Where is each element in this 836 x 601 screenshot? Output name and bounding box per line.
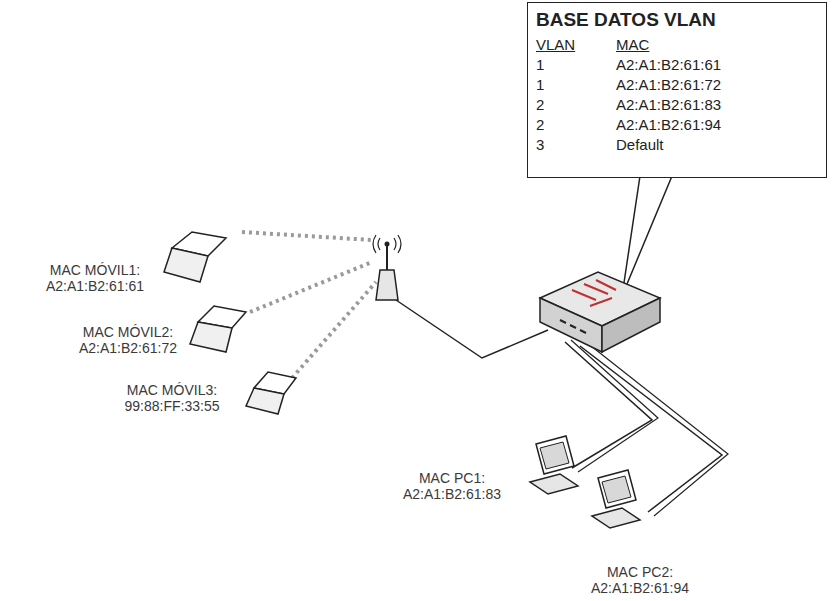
wireless-wave (292, 282, 376, 378)
wireless-wave (250, 262, 372, 312)
access-point (373, 235, 401, 300)
mac-label: MAC PC1: A2:A1:B2:61:83 (403, 470, 501, 502)
column-header: MAC (616, 36, 649, 54)
pc-icon (530, 436, 578, 494)
mac-label: MAC MÓVIL1: A2:A1:B2:61:61 (46, 262, 144, 294)
network-cable (396, 300, 548, 358)
mac-label: MAC PC2: A2:A1:B2:61:94 (591, 564, 689, 596)
table-cell: Default (616, 136, 664, 154)
vlan-database-callout: BASE DATOS VLANVLANMAC1A2:A1:B2:61:611A2… (527, 2, 827, 178)
table-cell: A2:A1:B2:61:72 (616, 76, 721, 94)
network-cable (565, 342, 652, 468)
pc-icon (592, 470, 640, 528)
column-header: VLAN (536, 36, 575, 54)
table-cell: 2 (536, 116, 544, 134)
mac-label: MAC MÓVIL3: 99:88:FF:33:55 (125, 382, 220, 414)
table-cell: 2 (536, 96, 544, 114)
table-cell: A2:A1:B2:61:83 (616, 96, 721, 114)
network-cable (571, 340, 658, 472)
table-cell: 1 (536, 76, 544, 94)
table-cell: A2:A1:B2:61:94 (616, 116, 721, 134)
mac-label: MAC MÓVIL2: A2:A1:B2:61:72 (79, 324, 177, 356)
table-cell: A2:A1:B2:61:61 (616, 56, 721, 74)
callout-pointer (622, 176, 672, 296)
laptop-icon (190, 306, 246, 352)
wireless-wave (242, 232, 372, 240)
laptop-icon (164, 232, 226, 282)
table-title: BASE DATOS VLAN (536, 8, 716, 31)
network-cable (586, 342, 728, 516)
network-switch (540, 272, 660, 352)
table-cell: 3 (536, 136, 544, 154)
laptop-icon (246, 372, 296, 414)
network-cable (580, 346, 722, 512)
table-cell: 1 (536, 56, 544, 74)
